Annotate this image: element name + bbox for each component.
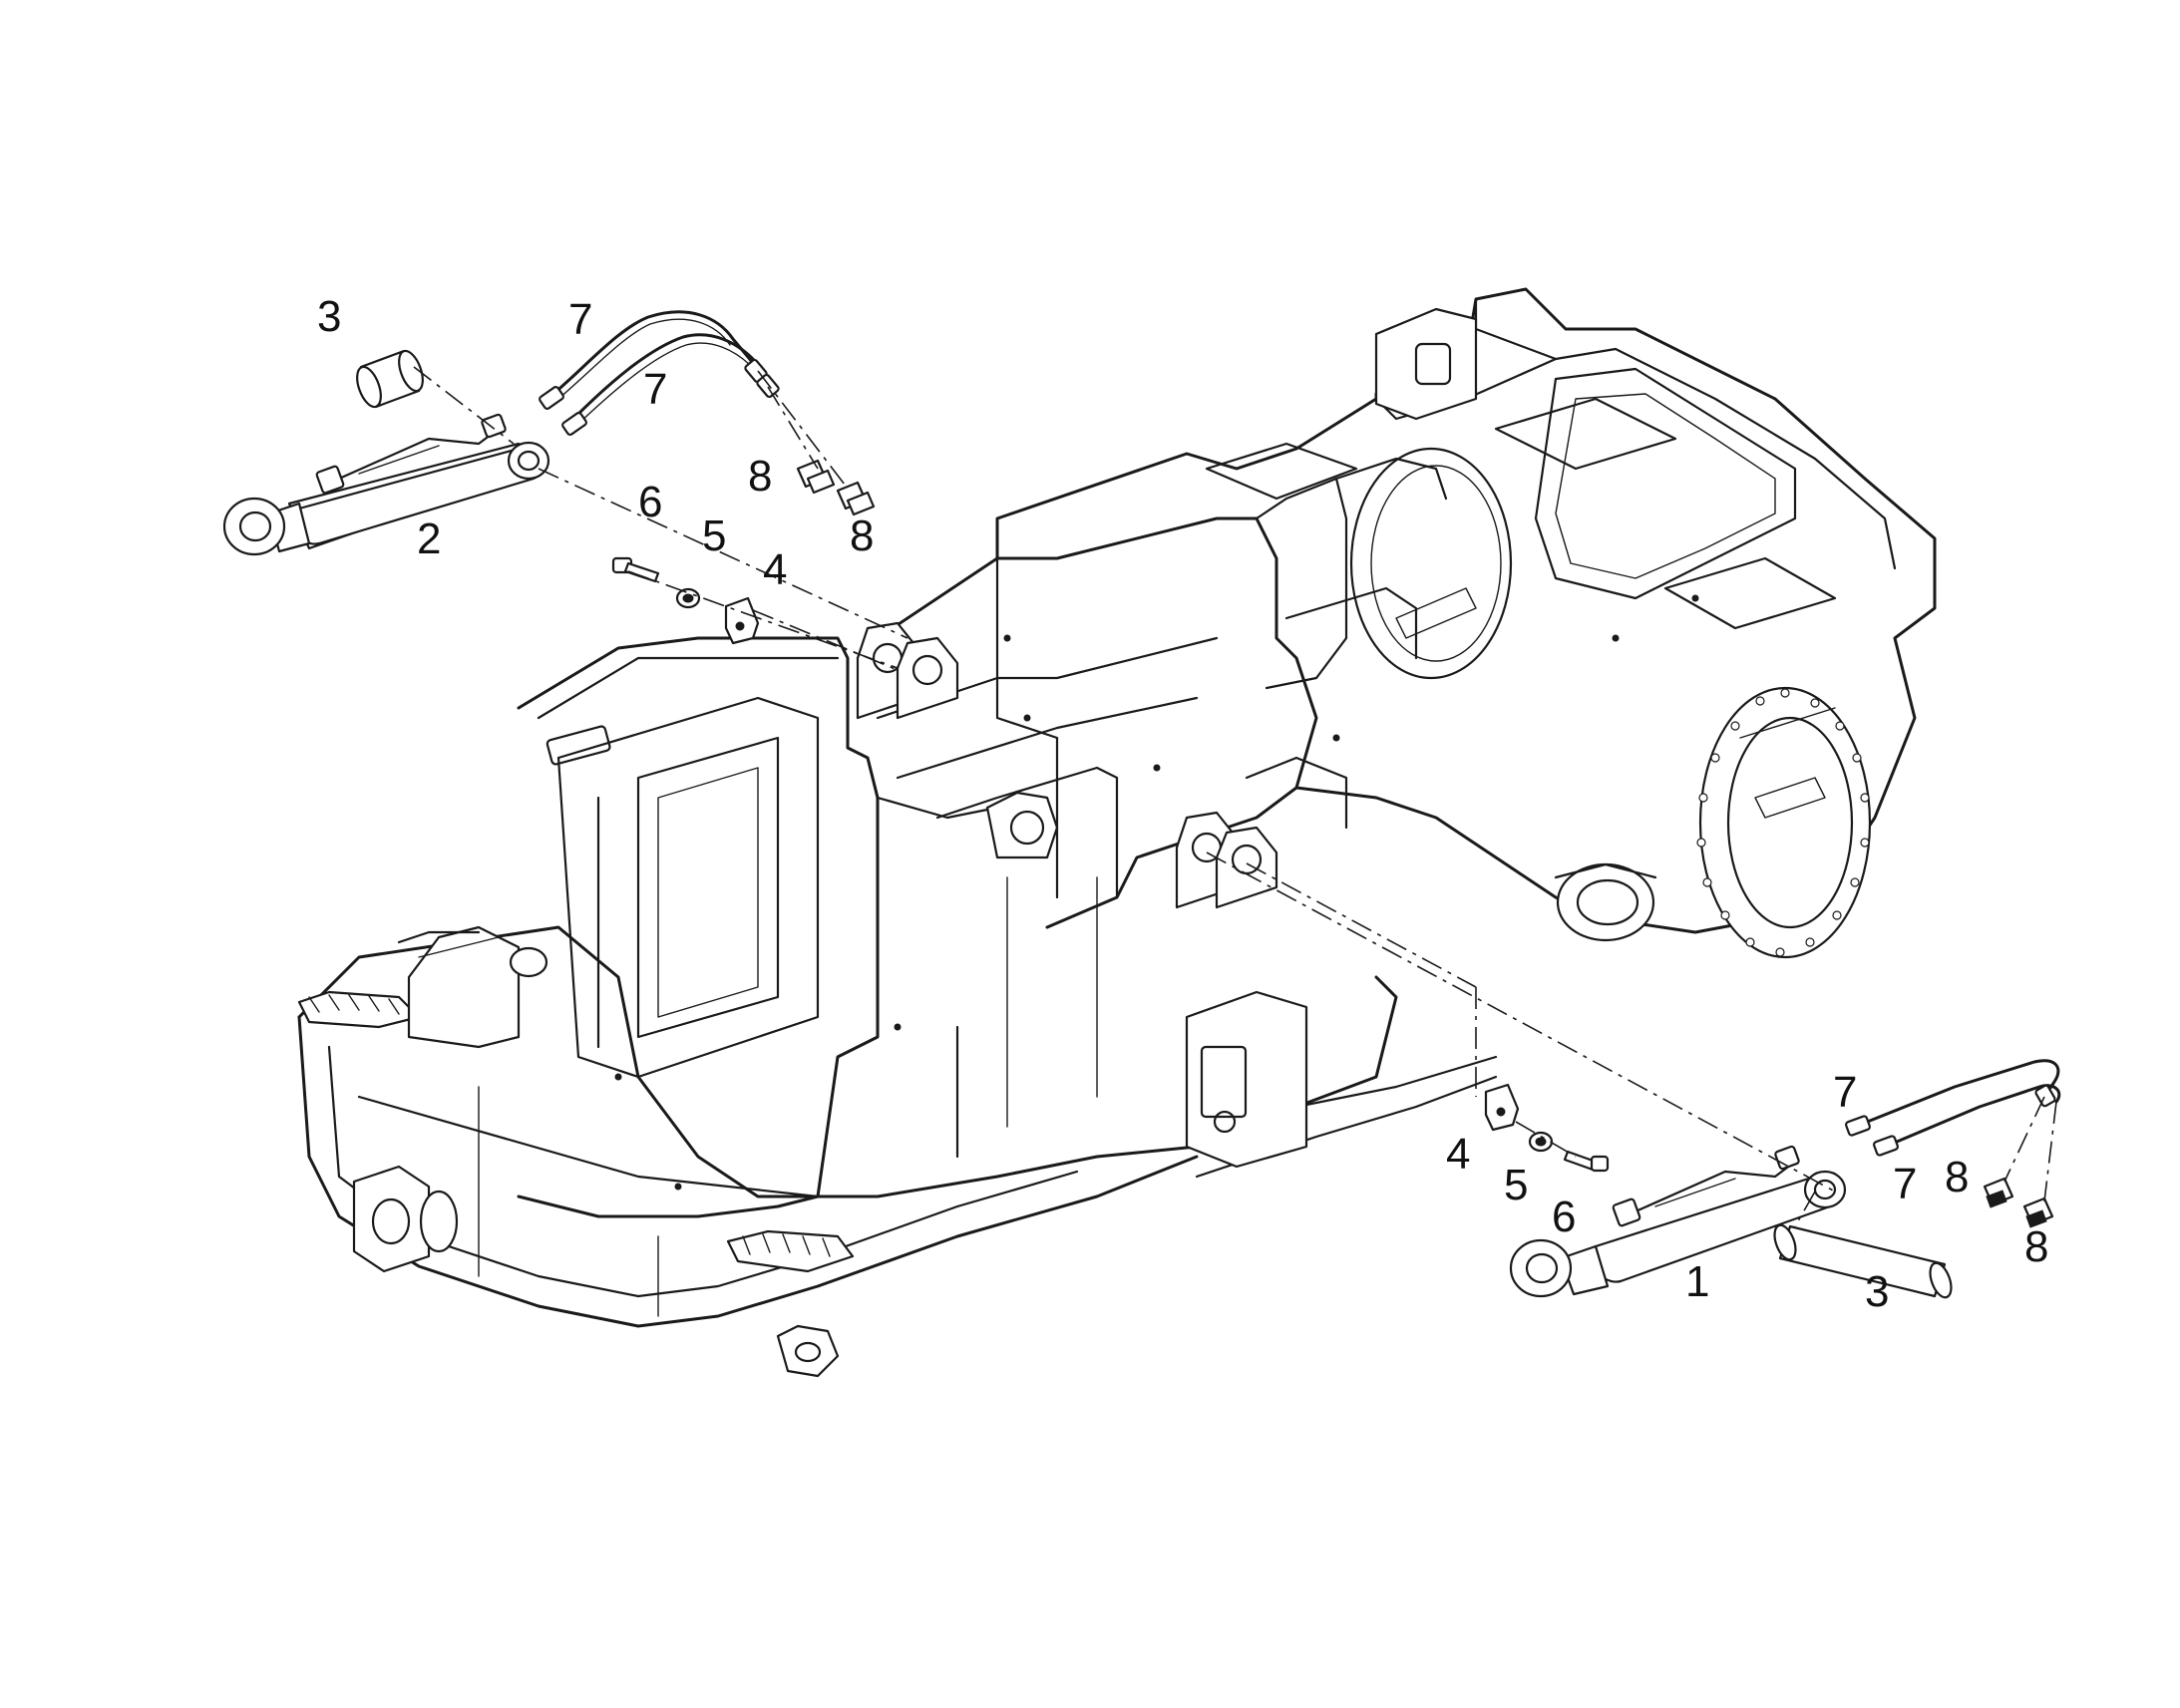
upper-hinge-lug xyxy=(856,621,959,720)
callout-7-top-a: 7 xyxy=(568,295,592,344)
front-step-left xyxy=(297,990,421,1029)
lower-hinge-lug xyxy=(1175,811,1278,909)
hydraulic-hoses-bottom xyxy=(1845,1059,2061,1157)
callout-7-bot-a: 7 xyxy=(1833,1068,1857,1117)
callout-8-bot-a: 8 xyxy=(1945,1153,1969,1201)
callout-6-bot: 6 xyxy=(1552,1193,1576,1241)
fittings-8-bottom xyxy=(1983,1177,2054,1228)
callout-5-top: 5 xyxy=(702,512,726,560)
callout-5-bot: 5 xyxy=(1504,1161,1528,1209)
pin-3-bottom xyxy=(1773,1223,1953,1299)
mounting-hardware-top xyxy=(611,556,760,645)
wheel-hub-flange xyxy=(1696,686,1872,959)
callout-4-top: 4 xyxy=(763,545,787,594)
callout-7-top-b: 7 xyxy=(643,365,667,414)
mounting-hardware-bottom xyxy=(1484,1083,1610,1173)
callout-4-bot: 4 xyxy=(1446,1130,1470,1179)
hydraulic-cylinder-1 xyxy=(1509,1145,1847,1298)
callout-3-bot: 3 xyxy=(1865,1267,1889,1316)
callout-6-top: 6 xyxy=(638,478,662,526)
callout-8-top-a: 8 xyxy=(748,452,772,501)
callout-2: 2 xyxy=(417,514,441,563)
hydraulic-cylinder-2 xyxy=(222,413,550,556)
callout-7-bot-b: 7 xyxy=(1893,1160,1917,1208)
fittings-8-top xyxy=(796,459,876,516)
callout-8-bot-b: 8 xyxy=(2024,1222,2048,1271)
hydraulic-hoses-top xyxy=(539,310,780,436)
pin-3-top xyxy=(356,349,424,409)
callout-1: 1 xyxy=(1685,1257,1709,1306)
callout-labels: 3 7 7 8 8 6 5 4 2 7 7 8 8 4 5 6 1 3 xyxy=(317,292,2048,1316)
callout-8-top-b: 8 xyxy=(850,512,874,560)
callout-3-top: 3 xyxy=(317,292,341,341)
front-step-right xyxy=(726,1229,855,1273)
front-hitch-plate xyxy=(352,1165,459,1273)
assembly-leader-lines xyxy=(413,366,2057,1227)
